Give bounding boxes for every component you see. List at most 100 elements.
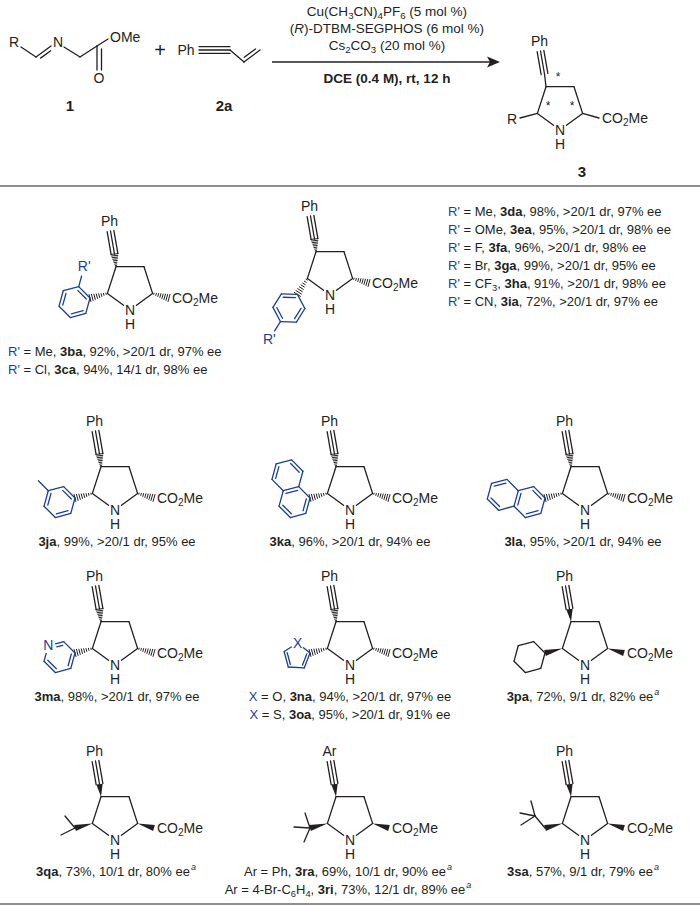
bond-line [44,653,46,661]
result-entry: X = O, 3na, 94%, >20/1 dr, 97% ee [249,690,451,704]
bond-line [142,649,144,652]
result-entry: 3la, 95%, >20/1 dr, 94% ee [504,535,661,549]
result-entry: Ar = 4-Br-C6H4, 3ri, 73%, 12/1 dr, 89% e… [225,883,466,897]
bond-line [283,297,295,299]
result-entry: 3qa, 73%, 10/1 dr, 80% ee [36,865,190,879]
bond-line [514,506,525,517]
bond-line [569,462,572,463]
bond-line [316,494,317,499]
bond-line [558,493,560,495]
bond-line [140,493,142,495]
bond-line [571,796,599,797]
bond-line [98,460,102,461]
bond-line [140,648,142,650]
bond-line [335,463,337,464]
result-entry: R' = Br, 3ga, 99%, >20/1 dr, 95% ee [448,259,656,273]
atom-label: H [125,317,135,332]
atom-label: CO2Me [602,111,648,126]
bond-line [549,494,550,499]
bond-line [386,494,388,500]
bond-line [621,494,623,500]
atom-label: Ph [531,34,548,49]
atom-label: CO2Me [627,821,673,836]
stereo-mark: * [556,71,561,84]
bond-line [107,293,123,305]
bond-line [568,460,572,461]
atom-label: Ph [86,744,103,759]
bond-line [281,293,297,295]
footnote-mark: a [654,688,659,697]
bond-line [48,487,63,491]
bond-line [92,797,101,824]
bond-line [71,498,75,513]
bond-line [567,455,573,457]
bond-line [76,494,78,500]
atom-label: Ph [86,414,103,429]
wedge-bond [608,648,625,656]
bond-line [507,479,518,490]
bond-line [92,493,108,505]
bond-line [334,585,338,608]
atom-label: R' [78,259,91,274]
bond-line [553,494,555,498]
bond-line [138,493,139,494]
bond-line [514,661,525,672]
atom-label: Ph [321,414,338,429]
bond-line [313,245,317,246]
bond-line [56,642,64,644]
bond-line [316,649,317,654]
bond-line [304,281,306,282]
bond-line [545,74,547,87]
bond-line [153,293,154,294]
bond-line [518,487,533,491]
footnote-mark: a [447,863,452,872]
bond-line [304,828,310,842]
bond-line [562,493,578,505]
atom-label: Ph [321,569,338,584]
bond-line [86,494,88,497]
bond-line [569,585,573,608]
bond-line [327,622,336,649]
structure-bonds [21,39,625,842]
atom-label: N [580,833,590,848]
bond-line [113,258,118,260]
bond-line [303,499,306,511]
atom-label: Ph [556,414,573,429]
bond-line [288,666,304,668]
atom-label: H [555,137,565,152]
bond-line [97,455,103,457]
bond-line [491,498,500,507]
result-entry: R' = CN, 3ia, 72%, >20/1 dr, 97% ee [448,295,658,309]
bond-line [86,298,90,313]
bond-line [388,650,390,657]
atom-label: R [9,35,19,50]
bond-line [90,493,91,494]
atom-label: N [110,658,120,673]
atom-label: CO2Me [392,491,438,506]
bond-line [574,87,583,114]
bond-line [382,494,383,499]
bond-line [147,649,148,654]
bond-line [353,278,354,279]
bond-line [355,278,357,280]
bond-line [129,467,138,494]
bond-line [360,279,361,283]
result-entry: 3sa, 57%, 9/1 dr, 79% ee [507,865,653,879]
bond-line [599,797,608,824]
bond-line [311,494,313,500]
atom-label: OMe [110,30,140,45]
bond-line [335,618,337,619]
bond-line [368,280,370,287]
bond-line [230,50,244,62]
reaction-arrow [272,61,490,63]
bond-line [327,762,331,785]
bond-line [333,458,338,460]
bond-line [166,294,168,300]
bond-line [275,322,281,331]
bond-line [570,463,572,464]
bond-line [153,495,155,502]
bond-line [327,648,343,660]
bond-line [92,762,96,785]
compound-number: 3 [578,164,586,180]
bond-line [99,462,102,463]
